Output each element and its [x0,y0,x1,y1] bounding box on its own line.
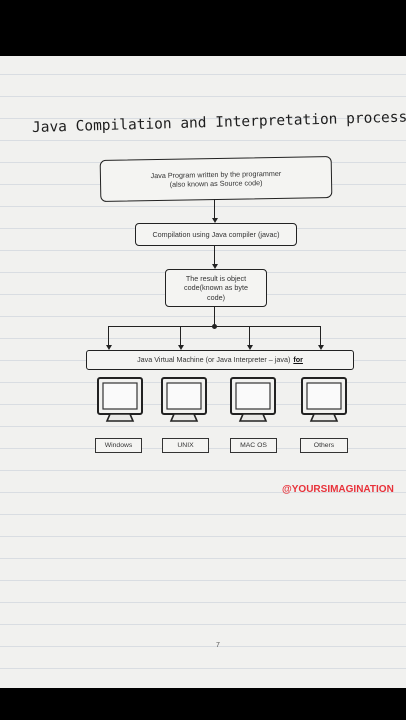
ruled-line [0,140,406,141]
computer-monitor-icon [96,376,143,422]
ruled-line [0,602,406,603]
page-title: Java Compilation and Interpretation proc… [31,109,406,136]
connector-line [180,326,182,346]
arrow-head [212,264,218,269]
arrow-head [212,218,218,223]
connector-line [214,306,216,326]
computer-monitor-icon [300,376,347,422]
ruled-line [0,470,406,471]
watermark: @YOURSIMAGINATION [282,484,394,495]
ruled-line [0,558,406,559]
notebook-page: Java Compilation and Interpretation proc… [0,56,406,688]
arrow-head [106,345,112,350]
ruled-line [0,74,406,75]
bytecode-box: The result is object code(known as byte … [165,269,267,307]
ruled-line [0,96,406,97]
result-line-1: The result is object [185,273,247,283]
platform-label: MAC OS [230,438,277,453]
jvm-box: Java Virtual Machine (or Java Interprete… [86,350,354,370]
connector-line [249,326,251,346]
result-line-3: code) [207,292,225,302]
ruled-line [0,492,406,493]
ruled-line [0,118,406,119]
arrow-head [247,345,253,350]
result-line-2: code(known as byte [184,283,248,293]
connector-line [214,199,216,219]
ruled-line [0,426,406,427]
compilation-box: Compilation using Java compiler (javac) [135,223,297,246]
jvm-for-label: for [293,355,303,365]
arrow-head [178,345,184,350]
computer-monitor-icon [229,376,276,422]
connector-line [214,245,216,266]
branch-bar [108,326,320,328]
ruled-line [0,206,406,207]
source-code-box: Java Program written by the programmer (… [99,155,333,203]
ruled-line [0,668,406,669]
ruled-line [0,646,406,647]
platform-label: Others [300,438,348,453]
compile-label: Compilation using Java compiler (javac) [152,229,280,239]
ruled-line [0,250,406,251]
ruled-line [0,536,406,537]
platform-label: UNIX [162,438,209,453]
ruled-line [0,514,406,515]
arrow-head [318,345,324,350]
ruled-line [0,316,406,317]
ruled-line [0,580,406,581]
computer-monitor-icon [160,376,207,422]
platform-label: Windows [95,438,142,453]
connector-line [108,326,110,346]
ruled-line [0,624,406,625]
page-number: 7 [216,642,220,649]
jvm-label: Java Virtual Machine (or Java Interprete… [137,355,291,365]
ruled-line [0,338,406,339]
connector-line [320,326,322,346]
